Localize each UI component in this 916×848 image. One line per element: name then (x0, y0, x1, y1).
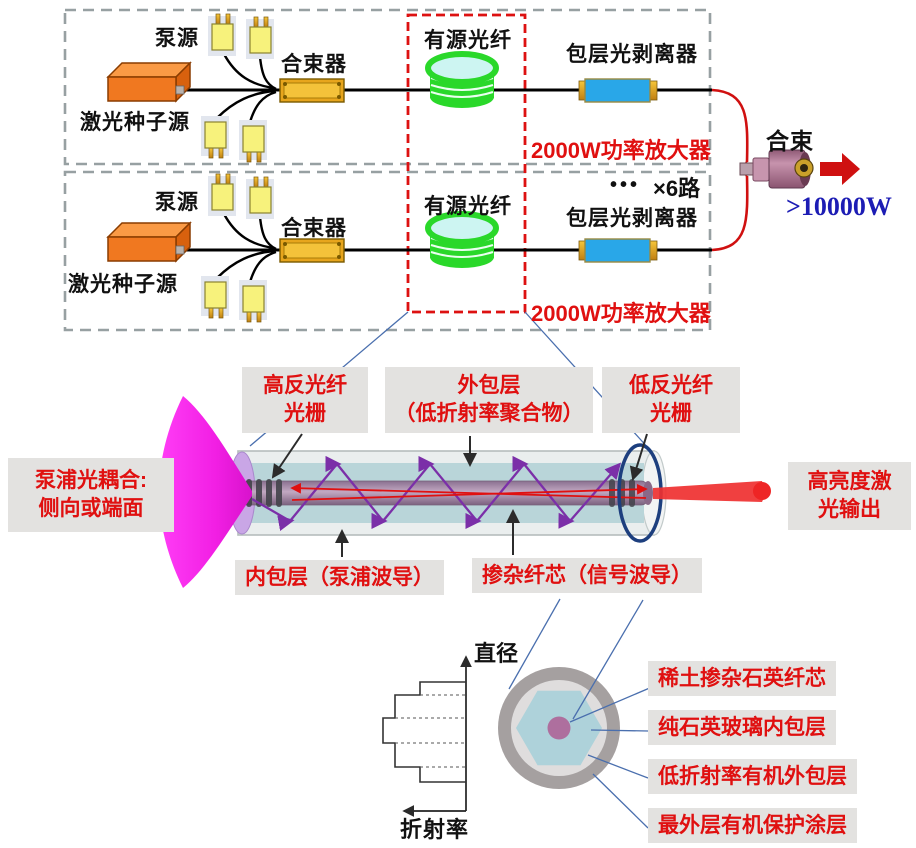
outer-cladding-material-label: 低折射率有机外包层 (648, 759, 857, 795)
output-combiner-device (739, 149, 814, 189)
lr-grating-line2: 光栅 (650, 402, 692, 425)
pump-diode (239, 280, 267, 323)
pump-ray-zigzag (251, 455, 622, 531)
lr-grating-label: 低反光纤 光栅 (602, 367, 740, 433)
combiner-label: 合束器 (281, 53, 347, 76)
diameter-axis-label: 直径 (474, 641, 519, 666)
lr-grating-line1: 低反光纤 (629, 374, 713, 398)
pump-diode (246, 16, 274, 59)
inner-cladding-material-label: 纯石英玻璃内包层 (648, 710, 836, 746)
laser-output-line2: 光输出 (818, 498, 881, 521)
pump-diode (201, 116, 229, 159)
signal-ray (290, 482, 647, 499)
pump-diode (208, 13, 236, 56)
doped-core-label: 掺杂纤芯（信号波导） (472, 558, 702, 594)
pump-source-label: 泵源 (155, 191, 199, 214)
six-paths-label: ×6路 (653, 176, 701, 201)
laser-output-line1: 高亮度激 (807, 470, 892, 494)
chain-graphics (106, 13, 712, 163)
hr-grating-line1: 高反光纤 (263, 374, 347, 398)
seed-source-device (106, 221, 192, 263)
pump-coupling-line1: 泵浦光耦合: (35, 469, 147, 493)
fiber-callout-arrows (271, 433, 648, 557)
pump-diode (208, 173, 236, 216)
combiner-label: 合束器 (281, 217, 347, 240)
pump-diode (246, 176, 274, 219)
combiner-device (279, 78, 345, 103)
outer-cladding-label: 外包层 （低折射率聚合物） (385, 367, 593, 433)
beam-combine-label: 合束 (766, 128, 814, 154)
amplifier-chain-row-2 (106, 173, 712, 323)
pump-diode (201, 276, 229, 319)
active-fiber-highlight-box (406, 13, 527, 314)
chain-graphics (106, 173, 712, 323)
pump-coupling-line2: 侧向或端面 (38, 497, 144, 520)
combiner-device (279, 238, 345, 263)
pump-diode (239, 120, 267, 163)
coating-material-label: 最外层有机保护涂层 (648, 808, 857, 844)
doped-core-dot (547, 716, 571, 740)
seed-source-device (106, 61, 192, 103)
cladding-stripper-device (578, 238, 658, 263)
power-amp-label: 2000W功率放大器 (531, 138, 711, 163)
output-beam (653, 481, 766, 502)
active-fiber-coil (425, 211, 499, 268)
refractive-index-axis-label: 折射率 (400, 817, 470, 842)
output-power-label: >10000W (786, 192, 892, 221)
output-beam-tip (753, 482, 771, 500)
outer-cladding-line2: （低折射率聚合物） (394, 402, 584, 425)
index-profile-plot (382, 655, 472, 817)
beam-combining-graphics (711, 88, 860, 252)
amplifier-box-1-border (63, 8, 712, 166)
lr-fiber-grating (609, 479, 635, 507)
laser-output-label: 高亮度激 光输出 (788, 462, 911, 530)
cross-section-pointer-lines (508, 598, 653, 829)
seed-source-label: 激光种子源 (68, 273, 178, 296)
seed-source-label: 激光种子源 (80, 111, 190, 134)
pump-cone (159, 396, 252, 588)
fiber-cross-section (498, 667, 620, 789)
core-material-label: 稀土掺杂石英纤芯 (648, 661, 836, 697)
active-fiber-coil (425, 51, 499, 108)
signal-ray (291, 483, 648, 501)
inner-cladding-label: 内包层（泵浦波导） (235, 560, 444, 596)
active-fiber-label: 有源光纤 (424, 29, 512, 52)
amplifier-chain-row-1 (106, 13, 712, 163)
hr-grating-label: 高反光纤 光栅 (242, 367, 368, 433)
pump-source-label: 泵源 (155, 27, 199, 50)
hr-grating-line2: 光栅 (284, 402, 326, 425)
stripper-label: 包层光剥离器 (566, 43, 698, 66)
active-fiber-label: 有源光纤 (424, 195, 512, 218)
fiber-structure (159, 396, 771, 588)
cladding-stripper-device (578, 78, 658, 103)
output-arrow (820, 153, 860, 185)
pump-coupling-label: 泵浦光耦合: 侧向或端面 (8, 458, 174, 532)
stripper-label: 包层光剥离器 (566, 207, 698, 230)
outer-cladding-line1: 外包层 (457, 374, 521, 398)
ellipsis-dots: ••• (610, 174, 641, 196)
power-amp-label: 2000W功率放大器 (531, 301, 711, 326)
